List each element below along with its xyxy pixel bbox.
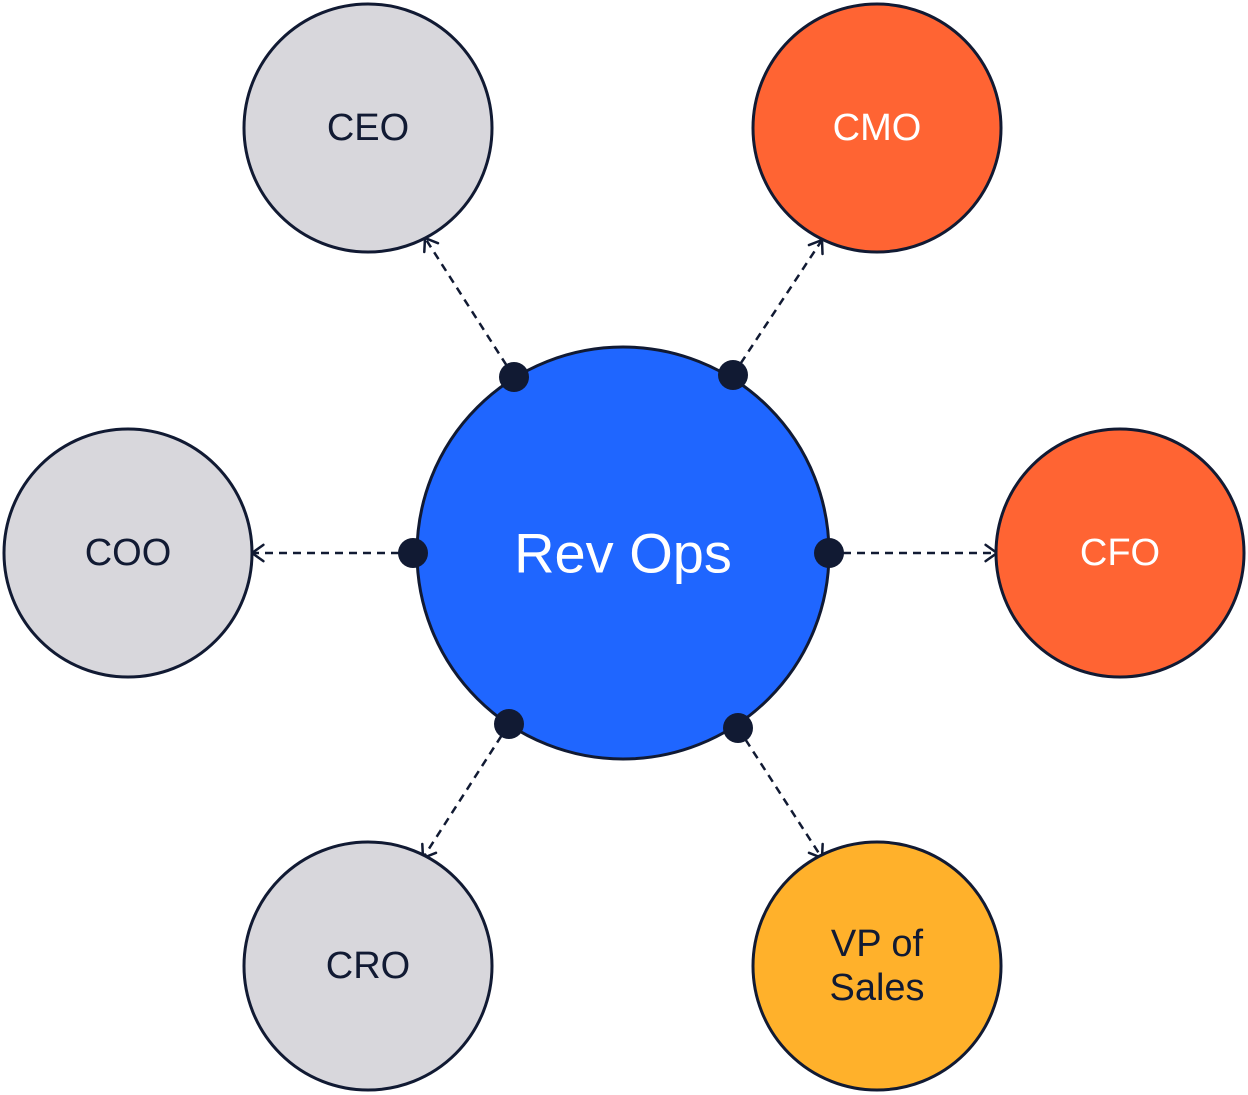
role-label-cfo: CFO [1080,532,1160,574]
role-label-vp-of-sales-line-1: VP of [831,923,924,965]
role-label-vp-of-sales-line-2: Sales [829,967,924,1009]
role-node-cfo: CFO [994,427,1246,679]
role-circle-vp-of-sales [751,840,1003,1092]
role-circle-cfo [994,427,1246,679]
role-node-coo: COO [2,427,254,679]
anchor-dot-coo [398,538,428,568]
role-node-ceo: CEO [242,2,494,254]
role-label-coo: COO [85,532,172,574]
anchor-dot-layer [398,360,844,743]
connector-to-cro [421,723,511,859]
role-circle-ceo [242,2,494,254]
arrowhead-ceo [423,236,440,254]
center-node: Rev Ops [415,345,831,761]
role-circle-cro [242,840,494,1092]
anchor-dot-vp-of-sales [723,713,753,743]
role-label-ceo: CEO [327,107,409,149]
anchor-dot-cmo [718,360,748,390]
connector-to-ceo [423,237,516,378]
role-label-cro: CRO [326,945,410,987]
anchor-dot-cfo [814,538,844,568]
role-circle-cmo [751,2,1003,254]
role-circle-coo [2,427,254,679]
role-label-cmo: CMO [833,107,922,149]
role-node-cro: CRO [242,840,494,1092]
connector-to-vp-of-sales [736,727,824,859]
anchor-dot-cro [494,709,524,739]
center-label: Rev Ops [514,522,732,585]
anchor-dot-ceo [499,362,529,392]
role-node-cmo: CMO [751,2,1003,254]
connector-to-cmo [731,239,824,376]
